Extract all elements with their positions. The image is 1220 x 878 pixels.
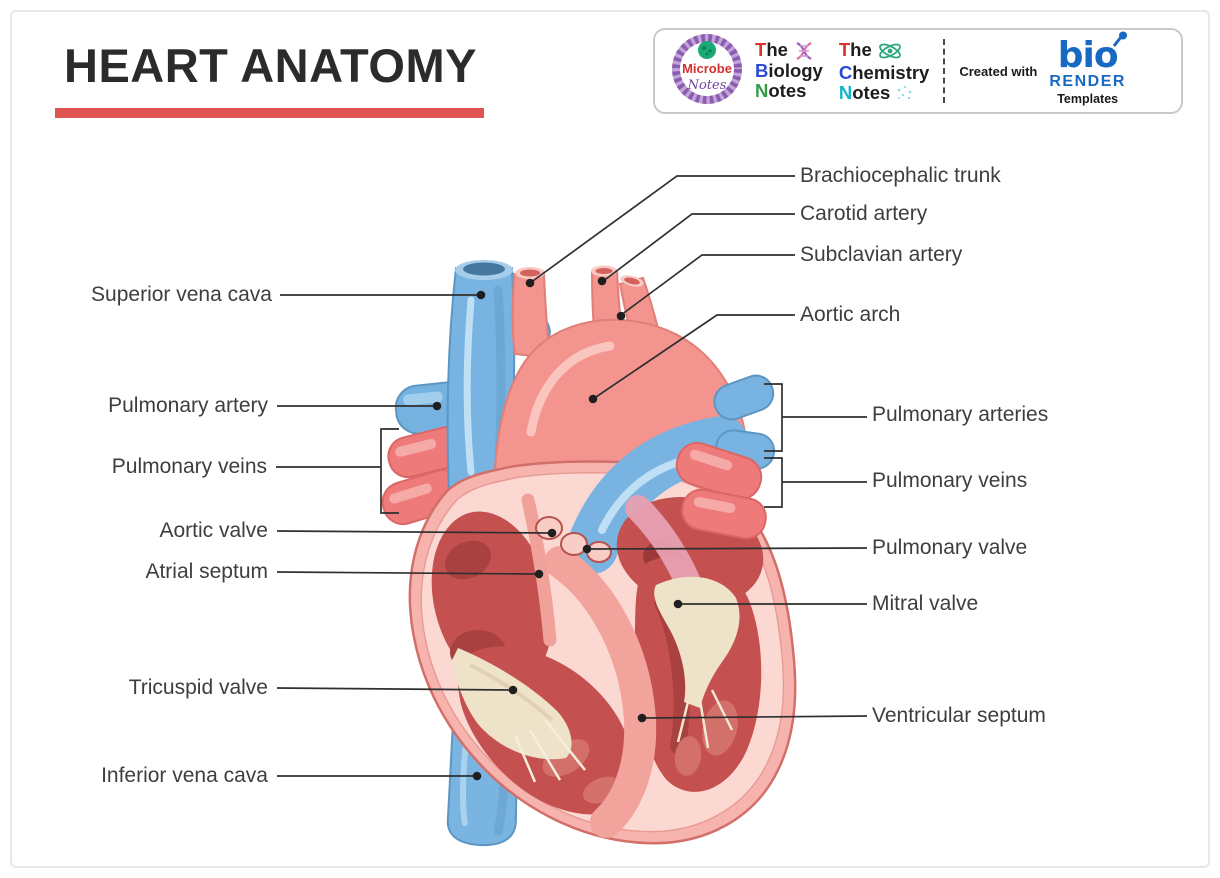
line-carotid-artery bbox=[601, 213, 795, 283]
biology-notes-logo: The Biology Notes bbox=[755, 39, 823, 102]
line-ventricular-septum bbox=[645, 715, 868, 719]
microbe-cell-icon bbox=[698, 41, 716, 59]
label-pulmonary-arteries-right: Pulmonary arteries bbox=[872, 403, 1049, 426]
label-brachiocephalic-trunk: Brachiocephalic trunk bbox=[800, 164, 1001, 187]
valves-graphic bbox=[452, 516, 740, 783]
badge-divider bbox=[943, 39, 946, 103]
line-pulmonary-valve bbox=[590, 547, 868, 550]
line-brachiocephalic-trunk bbox=[529, 175, 795, 284]
label-atrial-septum: Atrial septum bbox=[145, 560, 268, 583]
biorender-logo: bio RENDER Templates bbox=[1049, 31, 1127, 107]
bracket-pulmonary-veins-right bbox=[764, 457, 783, 508]
microbe-logo-word: Microbe bbox=[682, 61, 732, 76]
leader-lines-left bbox=[276, 290, 557, 781]
label-inferior-vena-cava: Inferior vena cava bbox=[101, 764, 268, 787]
label-aortic-valve: Aortic valve bbox=[159, 519, 268, 542]
dna-icon bbox=[793, 41, 815, 61]
line-aortic-arch bbox=[592, 314, 795, 400]
label-pulmonary-valve: Pulmonary valve bbox=[872, 536, 1028, 559]
logo-badge: Microbe Notes The Biology Notes The bbox=[653, 28, 1183, 114]
line-tricuspid-valve bbox=[276, 687, 510, 691]
label-ventricular-septum: Ventricular septum bbox=[872, 704, 1046, 727]
label-pulmonary-artery: Pulmonary artery bbox=[108, 394, 268, 417]
leader-lines-right bbox=[525, 175, 868, 723]
line-atrial-septum bbox=[276, 571, 536, 575]
label-carotid-artery: Carotid artery bbox=[800, 202, 928, 225]
title-underline bbox=[55, 108, 484, 118]
bracket-pulmonary-arteries-right bbox=[764, 383, 783, 452]
chemistry-notes-logo: The Chemistry Notes bbox=[838, 39, 930, 103]
biorender-bio-word: bio bbox=[1058, 31, 1127, 74]
created-with-text: Created with bbox=[959, 63, 1038, 79]
microbe-notes-icon: Microbe Notes bbox=[672, 34, 742, 104]
microbe-notes-logo: Microbe Notes bbox=[663, 31, 751, 111]
line-subclavian-artery bbox=[620, 254, 795, 316]
pulmonary-veins-right-graphic bbox=[675, 441, 767, 540]
page-title: HEART ANATOMY bbox=[64, 39, 477, 92]
sparkle-dots-icon bbox=[895, 84, 915, 102]
label-superior-vena-cava: Superior vena cava bbox=[91, 283, 272, 306]
label-mitral-valve: Mitral valve bbox=[872, 592, 979, 615]
line-aortic-valve bbox=[276, 530, 549, 534]
label-pulmonary-veins-right: Pulmonary veins bbox=[872, 469, 1028, 492]
label-tricuspid-valve: Tricuspid valve bbox=[128, 676, 268, 699]
label-pulmonary-veins-left: Pulmonary veins bbox=[111, 455, 267, 478]
microbe-logo-notes: Notes bbox=[687, 78, 727, 93]
label-subclavian-artery: Subclavian artery bbox=[800, 243, 963, 266]
biorender-render-word: RENDER bbox=[1049, 73, 1126, 91]
label-aortic-arch: Aortic arch bbox=[800, 303, 901, 326]
atom-icon bbox=[877, 39, 903, 63]
bracket-pulmonary-veins-left bbox=[380, 428, 399, 514]
biorender-molecule-icon bbox=[1112, 31, 1127, 48]
biorender-templates-word: Templates bbox=[1057, 92, 1119, 107]
